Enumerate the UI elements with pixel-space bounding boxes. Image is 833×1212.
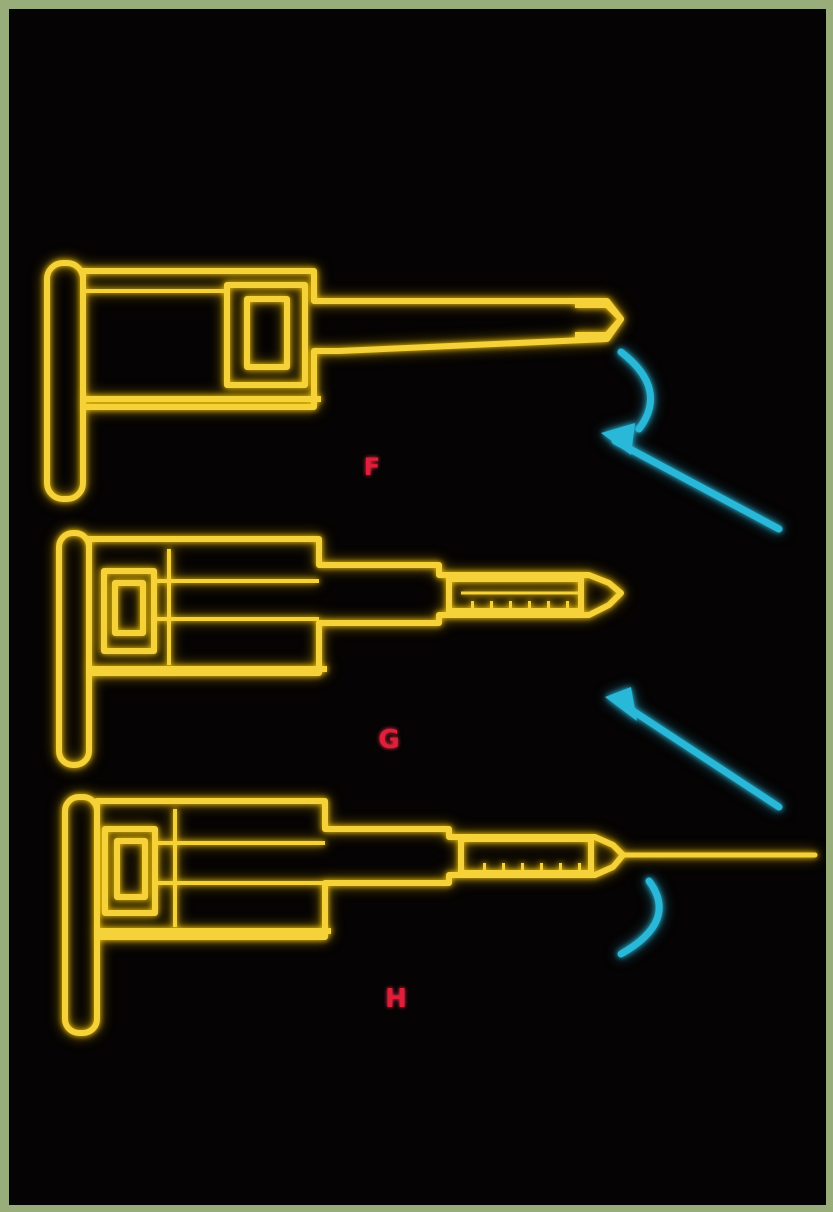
needle-f (601, 352, 779, 529)
syringe-h (65, 797, 815, 1033)
needle-g (605, 687, 779, 807)
needle-shaft (615, 441, 779, 529)
plunger-flange (47, 263, 83, 499)
tip-cap (575, 305, 621, 335)
plunger-seal (247, 299, 287, 367)
plunger-seal (115, 583, 143, 633)
label-f: F (364, 453, 380, 481)
needle-shaft (621, 703, 779, 807)
plunger-flange (59, 533, 89, 765)
needle-h (621, 881, 659, 954)
plunger-flange (65, 797, 97, 1033)
graduated-chamber (461, 839, 591, 873)
syringe-f (47, 263, 621, 499)
syringe-illustration (9, 9, 826, 1205)
graduated-chamber (449, 579, 581, 611)
label-g: G (378, 725, 399, 755)
illustration-frame: F G H (9, 9, 826, 1205)
label-h: H (385, 984, 407, 1014)
motion-arc (621, 881, 659, 954)
syringe-g (59, 533, 621, 765)
motion-arc (621, 352, 651, 429)
plunger-seal (117, 841, 145, 897)
